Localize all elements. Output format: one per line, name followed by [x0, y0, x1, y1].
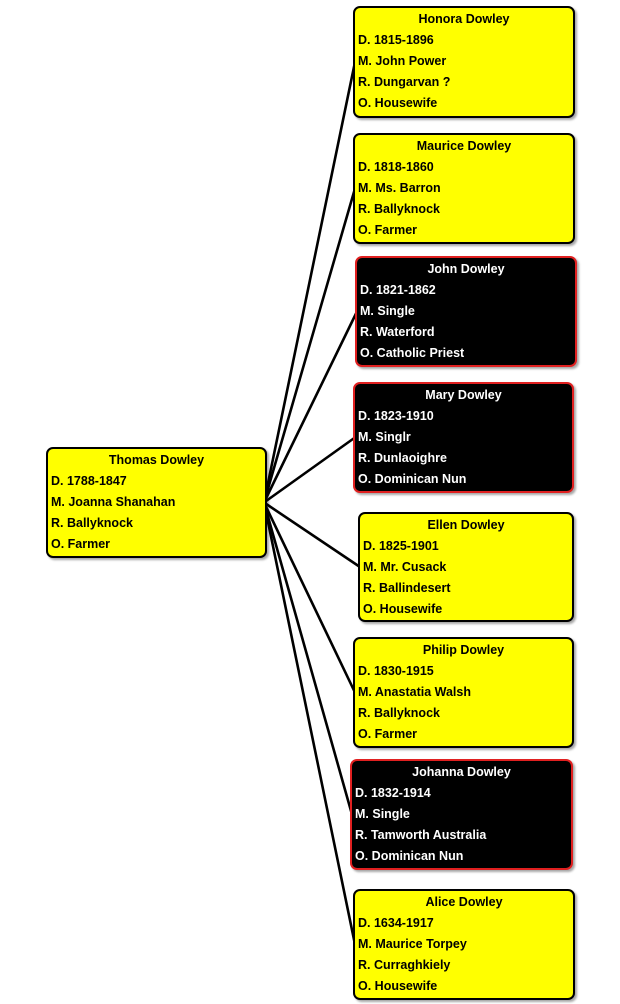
person-occupation: O. Farmer [358, 223, 418, 237]
person-name: Alice Dowley [425, 895, 503, 909]
child-person-box: John Dowley D. 1821-1862 M. Single R. Wa… [355, 256, 577, 367]
person-name: John Dowley [427, 262, 505, 276]
child-person-box: Honora Dowley D. 1815-1896 M. John Power… [353, 6, 575, 118]
person-residence: R. Dunlaoighre [358, 451, 447, 465]
person-residence: R. Tamworth Australia [355, 828, 487, 842]
person-occupation: O. Housewife [363, 602, 443, 616]
connector-line [262, 501, 362, 569]
person-married: M. Ms. Barron [358, 181, 441, 195]
root-person-box: Thomas Dowley D. 1788-1847 M. Joanna Sha… [46, 447, 267, 558]
person-dates: D. 1825-1901 [363, 539, 439, 553]
child-person-box: Ellen Dowley D. 1825-1901 M. Mr. Cusack … [358, 512, 574, 622]
connector-line [262, 501, 357, 946]
child-person-box: Johanna Dowley D. 1832-1914 M. Single R.… [350, 759, 573, 870]
connector-line [262, 187, 357, 504]
person-dates: D. 1823-1910 [358, 409, 434, 423]
person-residence: R. Ballindesert [363, 581, 451, 595]
person-married: M. Singlr [358, 430, 411, 444]
child-person-box: Maurice Dowley D. 1818-1860 M. Ms. Barro… [353, 133, 575, 244]
connector-line [262, 501, 354, 816]
person-occupation: O. Dominican Nun [358, 472, 467, 486]
person-married: M. Joanna Shanahan [51, 495, 176, 509]
person-name: Maurice Dowley [416, 139, 512, 153]
connector-line [262, 501, 357, 694]
person-residence: R. Ballyknock [51, 516, 133, 530]
person-name: Johanna Dowley [412, 765, 511, 779]
person-dates: D. 1821-1862 [360, 283, 436, 297]
person-married: M. Single [355, 807, 410, 821]
connector-line [262, 310, 359, 504]
person-name: Ellen Dowley [427, 518, 505, 532]
person-dates: D. 1634-1917 [358, 916, 434, 930]
person-occupation: O. Housewife [358, 979, 438, 993]
person-residence: R. Dungarvan ? [358, 75, 451, 89]
person-married: M. Maurice Torpey [358, 937, 467, 951]
person-married: M. Mr. Cusack [363, 560, 447, 574]
person-married: M. Anastatia Walsh [358, 685, 471, 699]
person-residence: R. Ballyknock [358, 706, 440, 720]
person-name: Mary Dowley [425, 388, 502, 402]
person-name: Philip Dowley [422, 643, 505, 657]
connector-line [262, 436, 357, 504]
connector-line [262, 60, 357, 504]
person-occupation: O. Farmer [358, 727, 418, 741]
person-residence: R. Waterford [360, 325, 435, 339]
person-name: Honora Dowley [418, 12, 510, 26]
person-dates: D. 1788-1847 [51, 474, 127, 488]
person-residence: R. Ballyknock [358, 202, 440, 216]
person-occupation: O. Farmer [51, 537, 111, 551]
person-name: Thomas Dowley [108, 453, 205, 467]
child-person-box: Philip Dowley D. 1830-1915 M. Anastatia … [353, 637, 574, 748]
person-occupation: O. Dominican Nun [355, 849, 464, 863]
person-dates: D. 1830-1915 [358, 664, 434, 678]
person-dates: D. 1832-1914 [355, 786, 431, 800]
person-occupation: O. Housewife [358, 96, 438, 110]
child-person-box: Mary Dowley D. 1823-1910 M. Singlr R. Du… [353, 382, 574, 493]
person-dates: D. 1815-1896 [358, 33, 434, 47]
person-occupation: O. Catholic Priest [360, 346, 465, 360]
person-married: M. John Power [358, 54, 447, 68]
person-married: M. Single [360, 304, 415, 318]
child-person-box: Alice Dowley D. 1634-1917 M. Maurice Tor… [353, 889, 575, 1000]
person-dates: D. 1818-1860 [358, 160, 434, 174]
person-residence: R. Curraghkiely [358, 958, 451, 972]
